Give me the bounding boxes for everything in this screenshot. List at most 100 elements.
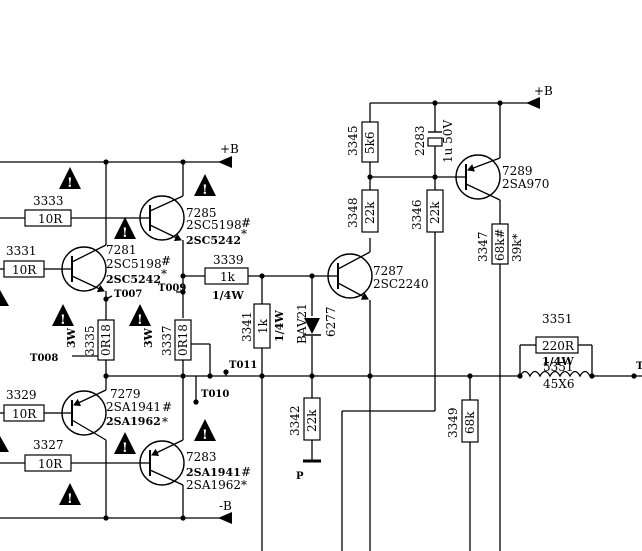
positive-rail-label: +B (220, 142, 239, 156)
transistor-part: 2SC5198 (106, 257, 162, 271)
svg-text:!: ! (202, 183, 208, 198)
resistor-ref: 3333 (33, 194, 64, 208)
diode-6277: BAV21 6277 (295, 303, 338, 344)
resistor-power: 3W (65, 327, 78, 348)
resistor-ref: 3329 (6, 388, 37, 402)
capacitor-ref: 2283 (413, 125, 427, 156)
transistor-alt-part: 2SC5242 (106, 273, 161, 286)
resistor-value: 68k (463, 411, 477, 434)
resistor-3333: 3333 10R (24, 194, 72, 227)
transistor-ref: 7289 (502, 164, 533, 178)
resistor-ref: 3337 (160, 325, 174, 356)
node-label: P (296, 471, 304, 482)
resistor-value: 10R (38, 212, 63, 226)
transistor-mark: * (241, 227, 247, 241)
transistor-part: 2SC5198 (186, 218, 242, 232)
transistor-ref: 7285 (186, 206, 217, 220)
transistor-part: 2SA1941 (106, 400, 161, 414)
test-point-label: T007 (114, 289, 142, 300)
transistor-ref: 7287 (373, 264, 404, 278)
svg-text:!: ! (60, 313, 66, 328)
warning-icon: ! (59, 483, 81, 507)
resistor-value: 220R (542, 339, 575, 353)
negative-rail-label: -B (219, 499, 232, 513)
transistor-7279: 7279 2SA1941 # 2SA1962 * (60, 387, 172, 441)
positive-rail-left: +B (218, 142, 239, 168)
resistor-power: 3W (142, 327, 155, 348)
transistor-ref: 7283 (186, 450, 217, 464)
transistor-mark: # (162, 400, 172, 414)
rail-arrow-icon (218, 156, 232, 168)
warning-icon: ! (59, 167, 81, 191)
transistor-mark: * (162, 415, 168, 429)
resistor-ref: 3349 (446, 407, 460, 438)
junction-dots (103, 100, 637, 521)
resistor-ref: 3351 (542, 312, 573, 326)
transistor-7283: 7283 2SA1941 # 2SA1962 * (139, 439, 251, 492)
transistor-7289: 7289 2SA970 (455, 154, 549, 201)
resistor-3339: 3339 1k 1/4W (204, 253, 249, 302)
test-point-label: T008 (30, 353, 58, 364)
resistor-value: 0R18 (176, 324, 190, 356)
transistor-alt-part: 2SA1962 (106, 415, 161, 428)
transistor-alt-part: 2SC5242 (186, 234, 241, 247)
resistor-ref: 3347 (476, 231, 490, 262)
transistor-mark: # (241, 465, 251, 479)
transistor-alt-part: 2SA1962 (186, 478, 241, 492)
resistor-value: 0R18 (99, 324, 113, 356)
resistor-3331: 3331 10R (3, 244, 45, 278)
svg-text:!: ! (122, 226, 128, 241)
warning-icon: ! (194, 419, 216, 443)
svg-text:!: ! (202, 428, 208, 443)
transistor-ref: 7281 (106, 243, 137, 257)
resistor-power: 1/4W (273, 310, 286, 342)
resistor-value: 10R (38, 457, 63, 471)
test-point-label: T (636, 361, 642, 372)
resistor-alt-value: 39k* (510, 233, 524, 262)
resistor-ref: 3345 (346, 125, 360, 156)
inductor-5351: 5351 45X6 (519, 360, 592, 391)
transistor-7281: 7281 2SC5198 # 2SC5242 * (60, 243, 171, 293)
transistor-7287: 7287 2SC2240 (327, 251, 429, 300)
diode-ref: 6277 (324, 306, 338, 337)
resistor-3351: 3351 220R 1/4W (535, 312, 579, 368)
resistor-ref: 3346 (410, 199, 424, 230)
inductor-ref: 5351 (543, 360, 574, 374)
capacitor-value: 1u 50V (441, 120, 455, 163)
resistor-3347: 3347 68k# 39k* (476, 223, 524, 265)
transistor-part: 2SA1941 (186, 466, 241, 479)
transistor-mark: # (161, 254, 171, 268)
warning-triangles: ! ! ! ! ! ! ! ! (0, 167, 216, 507)
resistor-ref: 3341 (240, 311, 254, 342)
inductor-value: 45X6 (543, 377, 574, 391)
resistor-value: 1k (220, 270, 236, 284)
warning-icon: ! (114, 432, 136, 456)
resistor-value: 1k (256, 318, 270, 334)
transistor-ref: 7279 (110, 387, 141, 401)
rail-arrow-icon (526, 97, 540, 109)
resistor-ref: 3342 (288, 405, 302, 436)
resistor-ref: 3339 (213, 253, 244, 267)
resistor-3342: 3342 22k (288, 397, 321, 441)
resistor-3349: 3349 68k (446, 399, 479, 443)
transistor-mark: # (241, 216, 251, 230)
coil-icon (519, 370, 592, 378)
negative-rail: -B (218, 499, 232, 524)
positive-rail-label: +B (534, 84, 553, 98)
resistor-ref: 3335 (83, 325, 97, 356)
transistor-7285: 7285 2SC5198 # 2SC5242 * (139, 195, 251, 247)
resistor-value: 22k (363, 201, 377, 224)
test-point-label: T009 (158, 283, 186, 294)
capacitor-2283: 2283 1u 50V (413, 120, 455, 163)
resistor-power: 1/4W (212, 289, 244, 302)
diode-part: BAV21 (295, 303, 309, 344)
resistor-value: 10R (12, 407, 37, 421)
positive-rail-right: +B (526, 84, 553, 109)
transistor-part: 2SA970 (502, 177, 549, 191)
resistor-power: 1/4W (542, 355, 574, 368)
resistor-3348: 3348 22k (346, 189, 379, 233)
warning-icon: ! (194, 174, 216, 198)
resistor-ref: 3331 (6, 244, 37, 258)
resistor-3335: 3335 0R18 3W (65, 319, 115, 361)
